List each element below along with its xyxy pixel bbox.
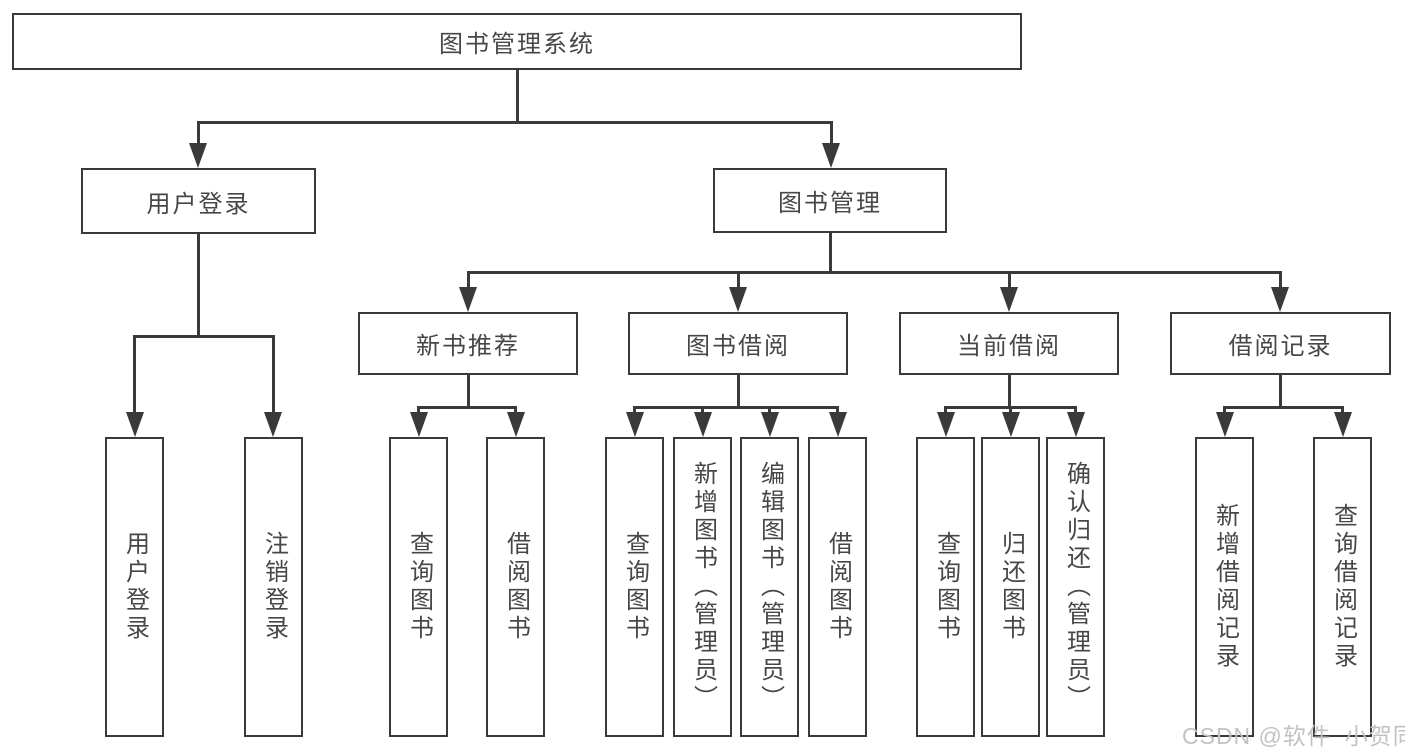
connector-line [417,406,517,409]
arrowhead-icon [822,143,840,168]
leaf-borrow-edit-books-admin-label: 编辑图书（管理员） [756,461,784,713]
arrowhead-icon [1002,412,1020,437]
connector-line [1223,406,1344,409]
connector-line [272,335,275,414]
arrowhead-icon [126,412,144,437]
leaf-borrow-borrow-books-label: 借阅图书 [824,531,852,643]
arrowhead-icon [189,143,207,168]
leaf-current-query-books: 查询图书 [916,437,975,737]
connector-line [467,375,470,408]
arrowhead-icon [507,412,525,437]
node-book-management: 图书管理 [713,168,947,233]
connector-line [737,375,740,408]
node-current-borrow-label: 当前借阅 [957,333,1061,360]
leaf-records-add-record: 新增借阅记录 [1195,437,1254,737]
node-borrow-records-label: 借阅记录 [1228,333,1333,360]
leaf-records-query-record-label: 查询借阅记录 [1329,503,1357,671]
connector-line [467,271,470,289]
arrowhead-icon [626,412,644,437]
connector-line [737,271,740,289]
arrowhead-icon [459,287,477,312]
arrowhead-icon [694,412,712,437]
connector-line [633,406,636,414]
connector-line [1008,271,1011,289]
arrowhead-icon [761,412,779,437]
connector-line [197,121,200,147]
leaf-current-confirm-return-admin-label: 确认归还（管理员） [1062,461,1090,713]
node-new-book-recommend-label: 新书推荐 [416,333,520,360]
connector-line [133,335,136,414]
watermark: CSDN @软件_小贺同学 [1182,723,1405,747]
leaf-borrow-add-books-admin: 新增图书（管理员） [673,437,732,737]
arrowhead-icon [1216,412,1234,437]
arrowhead-icon [264,412,282,437]
connector-line [197,121,833,124]
leaf-current-return-books-label: 归还图书 [997,531,1025,643]
arrowhead-icon [1000,287,1018,312]
node-new-book-recommend: 新书推荐 [358,312,578,375]
leaf-borrow-edit-books-admin: 编辑图书（管理员） [740,437,799,737]
leaf-borrow-add-books-admin-label: 新增图书（管理员） [689,461,717,713]
leaf-logout-label: 注销登录 [260,531,288,643]
connector-line [701,406,704,414]
connector-line [417,406,420,414]
leaf-logout: 注销登录 [244,437,303,737]
node-library-system: 图书管理系统 [12,13,1022,70]
node-library-system-label: 图书管理系统 [439,31,595,58]
leaf-records-add-record-label: 新增借阅记录 [1211,503,1239,671]
connector-line [1009,406,1012,414]
leaf-user-login-label: 用户登录 [121,531,149,643]
connector-line [1341,406,1344,414]
leaf-newbook-borrow-books: 借阅图书 [486,437,545,737]
node-book-management-label: 图书管理 [778,190,882,217]
leaf-newbook-query-books: 查询图书 [389,437,448,737]
connector-line [1223,406,1226,414]
connector-line [836,406,839,414]
node-book-borrow: 图书借阅 [628,312,848,375]
leaf-borrow-query-books-label: 查询图书 [621,531,649,643]
leaf-current-confirm-return-admin: 确认归还（管理员） [1046,437,1105,737]
connector-line [467,271,1281,274]
node-book-borrow-label: 图书借阅 [686,333,790,360]
leaf-user-login: 用户登录 [105,437,164,737]
connector-line [197,234,200,335]
arrowhead-icon [829,412,847,437]
arrowhead-icon [937,412,955,437]
connector-line [514,406,517,414]
leaf-current-return-books: 归还图书 [981,437,1040,737]
connector-line [516,70,519,121]
leaf-borrow-borrow-books: 借阅图书 [808,437,867,737]
node-user-login-label: 用户登录 [146,190,251,218]
connector-line [1279,271,1282,289]
arrowhead-icon [410,412,428,437]
connector-line [830,121,833,147]
connector-line [133,335,275,338]
arrowhead-icon [729,287,747,312]
arrowhead-icon [1334,412,1352,437]
node-borrow-records: 借阅记录 [1170,312,1391,375]
connector-line [633,406,839,409]
leaf-newbook-borrow-books-label: 借阅图书 [502,531,530,643]
node-current-borrow: 当前借阅 [899,312,1119,375]
arrowhead-icon [1067,412,1085,437]
node-user-login: 用户登录 [81,168,316,234]
arrowhead-icon [1271,287,1289,312]
connector-line [829,233,832,273]
leaf-current-query-books-label: 查询图书 [932,531,960,643]
connector-line [1008,375,1011,408]
leaf-borrow-query-books: 查询图书 [605,437,664,737]
leaf-records-query-record: 查询借阅记录 [1313,437,1372,737]
leaf-newbook-query-books-label: 查询图书 [405,531,433,643]
connector-line [1279,375,1282,408]
connector-line [1074,406,1077,414]
connector-line [944,406,947,414]
connector-line [768,406,771,414]
